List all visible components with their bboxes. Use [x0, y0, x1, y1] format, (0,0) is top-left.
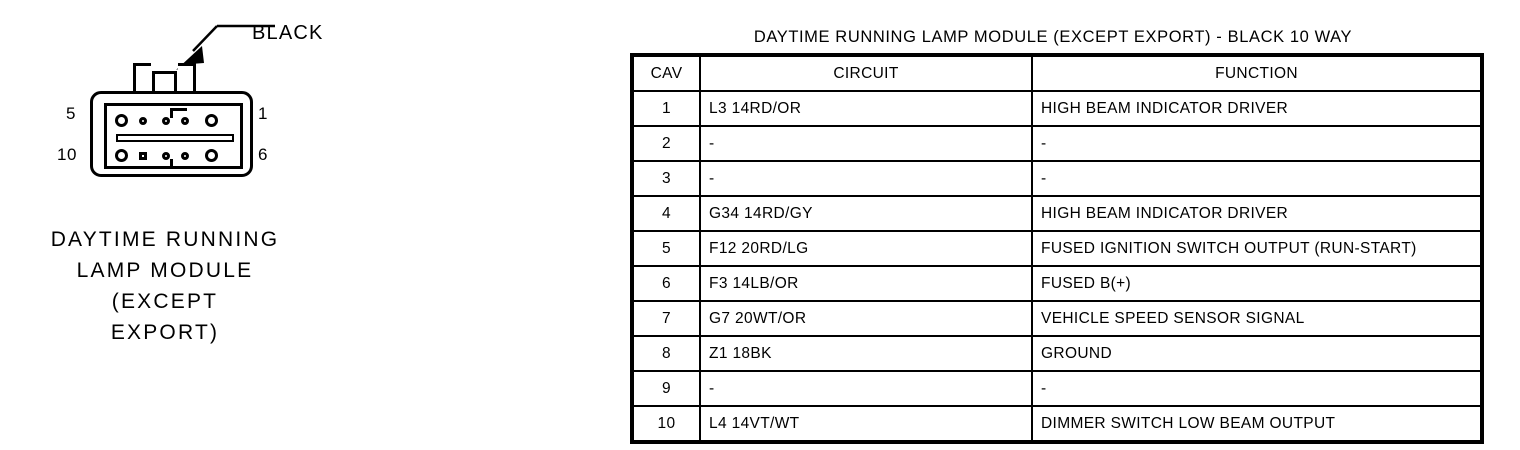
pin-keying-stub-bottom-horizontal [170, 166, 187, 169]
cell-function: - [1031, 160, 1482, 197]
pin-cavity-5 [115, 114, 128, 127]
pin-cavity-1 [205, 114, 218, 127]
pin-cavity-4 [139, 117, 147, 125]
cell-cav: 7 [632, 300, 701, 337]
table-row: 9-- [632, 370, 1482, 407]
cell-cav: 6 [632, 265, 701, 302]
pin-keying-stub-bottom-vertical [170, 159, 173, 169]
pin-cavity-9 [139, 152, 147, 160]
cell-function: FUSED IGNITION SWITCH OUTPUT (RUN-START) [1031, 230, 1482, 267]
table-row: 3-- [632, 160, 1482, 197]
cell-function: HIGH BEAM INDICATOR DRIVER [1031, 90, 1482, 127]
cell-cav: 10 [632, 405, 701, 442]
connector-cavity-frame [104, 103, 243, 169]
cell-circuit: L4 14VT/WT [699, 405, 1033, 442]
connector-illustration-panel: BLACK 5 [0, 0, 620, 450]
cell-function: - [1031, 125, 1482, 162]
connector-caption: DAYTIME RUNNING LAMP MODULE (EXCEPT EXPO… [0, 224, 330, 348]
cell-circuit: - [699, 370, 1033, 407]
table-header-row: CAV CIRCUIT FUNCTION [632, 55, 1482, 92]
pin-number-label-1: 1 [258, 104, 268, 123]
pin-cavity-8 [162, 152, 170, 160]
cell-circuit: L3 14RD/OR [699, 90, 1033, 127]
pin-keying-stub-top-horizontal [170, 108, 187, 111]
pin-cavity-7 [181, 152, 189, 160]
cell-function: HIGH BEAM INDICATOR DRIVER [1031, 195, 1482, 232]
pin-number-label-5: 5 [66, 104, 76, 123]
cell-circuit: Z1 18BK [699, 335, 1033, 372]
connector-caption-line-3: (EXCEPT [111, 290, 219, 313]
cell-cav: 4 [632, 195, 701, 232]
cell-cav: 1 [632, 90, 701, 127]
connector-color-callout-label: BLACK [252, 22, 324, 44]
connector-caption-line-1: DAYTIME RUNNING [50, 228, 280, 251]
connector-caption-line-2: LAMP MODULE [76, 259, 254, 282]
cell-circuit: G7 20WT/OR [699, 300, 1033, 337]
cell-cav: 2 [632, 125, 701, 162]
cell-function: DIMMER SWITCH LOW BEAM OUTPUT [1031, 405, 1482, 442]
cell-function: VEHICLE SPEED SENSOR SIGNAL [1031, 300, 1482, 337]
cell-circuit: F3 14LB/OR [699, 265, 1033, 302]
cell-cav: 9 [632, 370, 701, 407]
cell-circuit: F12 20RD/LG [699, 230, 1033, 267]
pin-cavity-6 [205, 149, 218, 162]
column-header-cav: CAV [632, 55, 701, 92]
cell-function: FUSED B(+) [1031, 265, 1482, 302]
pin-cavity-10 [115, 149, 128, 162]
pinout-table-title: DAYTIME RUNNING LAMP MODULE (EXCEPT EXPO… [753, 28, 1353, 46]
pin-cavity-3 [162, 117, 170, 125]
cell-circuit: - [699, 160, 1033, 197]
connector-body-shell [90, 91, 253, 177]
table-row: 2-- [632, 125, 1482, 162]
cell-cav: 8 [632, 335, 701, 372]
column-header-function: FUNCTION [1031, 55, 1482, 92]
cell-cav: 3 [632, 160, 701, 197]
pin-cavity-2 [181, 117, 189, 125]
connector-cavity-divider-bar [116, 134, 234, 142]
cell-cav: 5 [632, 230, 701, 267]
column-header-circuit: CIRCUIT [699, 55, 1033, 92]
cell-circuit: G34 14RD/GY [699, 195, 1033, 232]
cell-function: - [1031, 370, 1482, 407]
pin-number-label-10: 10 [57, 145, 77, 164]
pin-keying-stub-top-vertical [170, 108, 173, 118]
cell-function: GROUND [1031, 335, 1482, 372]
cell-circuit: - [699, 125, 1033, 162]
connector-caption-line-4: EXPORT) [110, 321, 220, 344]
pin-number-label-6: 6 [258, 145, 268, 164]
